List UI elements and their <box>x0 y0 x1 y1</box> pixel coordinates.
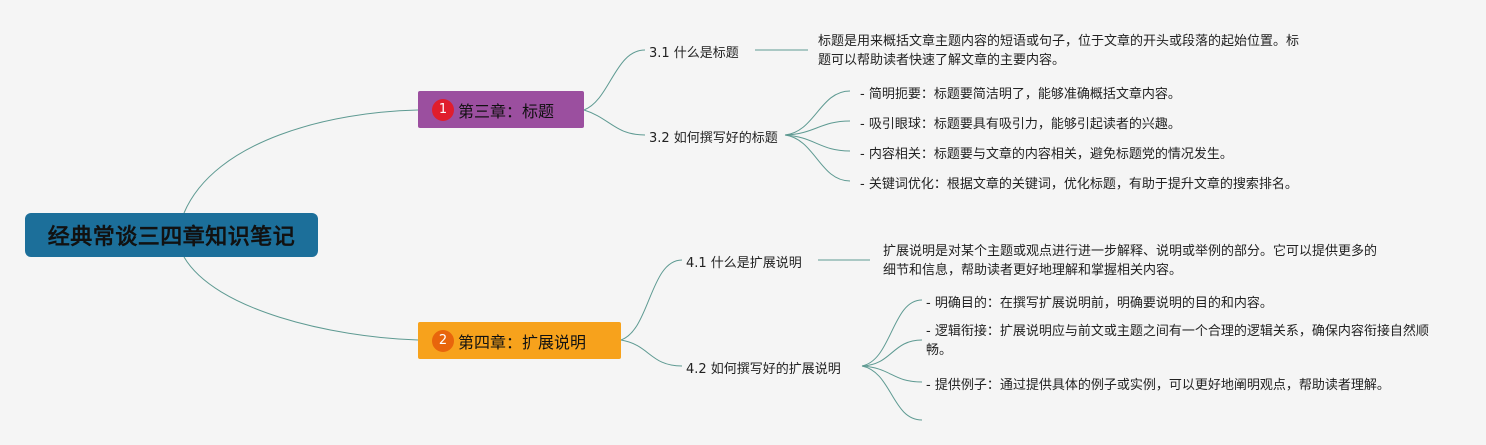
section-4-2-item-1-text: - 明确目的：在撰写扩展说明前，明确要说明的目的和内容。 <box>926 296 1273 311</box>
link-s32-i4 <box>784 134 851 182</box>
section-3-2-title: 3.2 如何撰写好的标题 <box>649 131 778 146</box>
link-ch3-s32 <box>583 109 646 136</box>
section-3-2-item-4[interactable]: - 关键词优化：根据文章的关键词，优化标题，有助于提升文章的搜索排名。 <box>860 173 1298 192</box>
chapter-3-topic[interactable]: 1 第三章：标题 <box>418 91 584 128</box>
section-3-1-title: 3.1 什么是标题 <box>649 46 739 61</box>
section-4-1-title: 4.1 什么是扩展说明 <box>686 256 802 271</box>
section-4-2-item-4-empty[interactable] <box>926 412 936 426</box>
link-s32-i2 <box>784 120 851 136</box>
link-s42-i3 <box>861 365 923 383</box>
section-3-1-topic[interactable]: 3.1 什么是标题 <box>649 42 739 61</box>
link-ch4-s42 <box>620 339 683 367</box>
section-4-2-item-2[interactable]: - 逻辑衔接：扩展说明应与前文或主题之间有一个合理的逻辑关系，确保内容衔接自然顺… <box>926 322 1431 360</box>
root-topic[interactable]: 经典常谈三四章知识笔记 <box>25 213 318 257</box>
section-4-1-text[interactable]: 扩展说明是对某个主题或观点进行进一步解释、说明或举例的部分。它可以提供更多的细节… <box>883 242 1377 280</box>
section-4-2-title: 4.2 如何撰写好的扩展说明 <box>686 362 841 377</box>
section-3-2-item-2[interactable]: - 吸引眼球：标题要具有吸引力，能够引起读者的兴趣。 <box>860 113 1181 132</box>
section-4-1-topic[interactable]: 4.1 什么是扩展说明 <box>686 252 802 271</box>
priority-badge-2: 2 <box>432 329 454 352</box>
section-4-2-item-2-text: - 逻辑衔接：扩展说明应与前文或主题之间有一个合理的逻辑关系，确保内容衔接自然顺… <box>926 324 1429 358</box>
section-3-1-text[interactable]: 标题是用来概括文章主题内容的短语或句子，位于文章的开头或段落的起始位置。标题可以… <box>818 32 1308 70</box>
section-3-2-item-2-text: - 吸引眼球：标题要具有吸引力，能够引起读者的兴趣。 <box>860 117 1181 132</box>
section-4-2-topic[interactable]: 4.2 如何撰写好的扩展说明 <box>686 358 841 377</box>
link-s32-i1 <box>784 90 851 136</box>
section-3-2-item-3[interactable]: - 内容相关：标题要与文章的内容相关，避免标题党的情况发生。 <box>860 143 1233 162</box>
link-s42-i1 <box>861 299 923 367</box>
priority-badge-1: 1 <box>432 98 454 121</box>
chapter-4-topic[interactable]: 2 第四章：扩展说明 <box>418 322 621 359</box>
section-3-2-item-1-text: - 简明扼要：标题要简洁明了，能够准确概括文章内容。 <box>860 87 1181 102</box>
section-3-2-item-1[interactable]: - 简明扼要：标题要简洁明了，能够准确概括文章内容。 <box>860 83 1181 102</box>
section-4-1-text-content: 扩展说明是对某个主题或观点进行进一步解释、说明或举例的部分。它可以提供更多的细节… <box>883 244 1378 278</box>
link-ch4-s41 <box>620 259 683 341</box>
section-3-2-item-3-text: - 内容相关：标题要与文章的内容相关，避免标题党的情况发生。 <box>860 147 1233 162</box>
section-3-2-topic[interactable]: 3.2 如何撰写好的标题 <box>649 127 778 146</box>
link-ch3-s31 <box>583 49 646 111</box>
link-root-ch4 <box>183 256 419 341</box>
section-3-1-text-content: 标题是用来概括文章主题内容的短语或句子，位于文章的开头或段落的起始位置。标题可以… <box>818 34 1300 68</box>
section-4-2-item-1[interactable]: - 明确目的：在撰写扩展说明前，明确要说明的目的和内容。 <box>926 292 1273 311</box>
section-4-2-item-3-text: - 提供例子：通过提供具体的例子或实例，可以更好地阐明观点，帮助读者理解。 <box>926 378 1390 393</box>
section-3-2-item-4-text: - 关键词优化：根据文章的关键词，优化标题，有助于提升文章的搜索排名。 <box>860 177 1298 192</box>
link-s42-i2 <box>861 339 923 367</box>
section-4-2-item-3[interactable]: - 提供例子：通过提供具体的例子或实例，可以更好地阐明观点，帮助读者理解。 <box>926 374 1390 393</box>
link-s42-i4 <box>861 365 923 421</box>
root-title: 经典常谈三四章知识笔记 <box>47 225 296 250</box>
link-s32-i3 <box>784 134 851 152</box>
chapter-4-title: 第四章：扩展说明 <box>458 332 587 352</box>
link-root-ch3 <box>183 109 419 214</box>
chapter-3-title: 第三章：标题 <box>458 101 555 121</box>
